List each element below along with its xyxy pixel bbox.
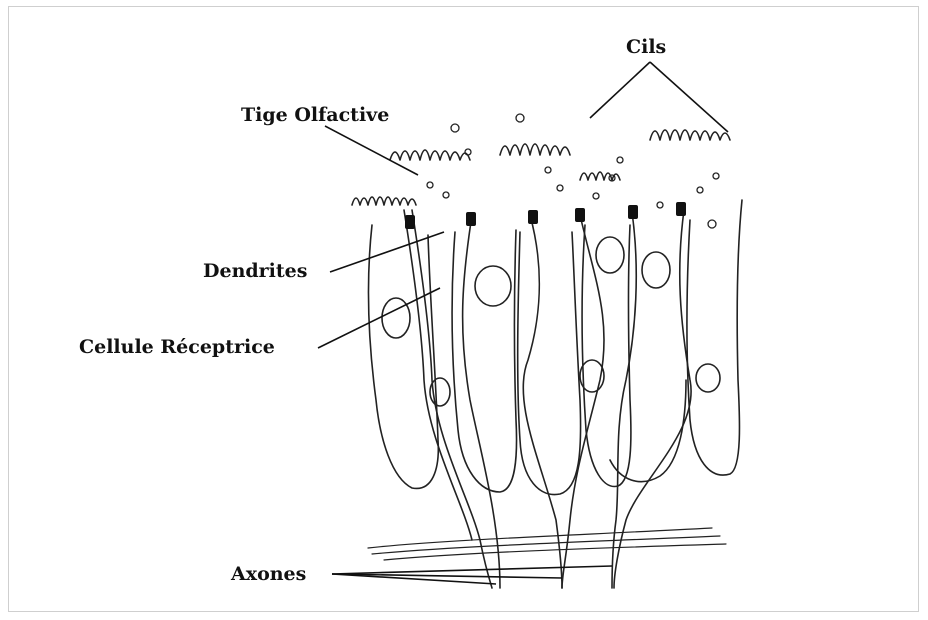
label-axones: Axones (231, 563, 306, 585)
dendrite-knobs (405, 202, 686, 229)
label-cellule-receptrice: Cellule Réceptrice (79, 336, 275, 358)
label-cils: Cils (626, 36, 666, 58)
label-dendrites: Dendrites (203, 260, 307, 282)
microvilli (352, 130, 730, 205)
supporting-cells (369, 200, 742, 495)
granules (427, 114, 719, 228)
basal-fibers (368, 528, 726, 560)
leader-lines (318, 62, 728, 584)
label-tige-olfactive: Tige Olfactive (241, 104, 389, 126)
